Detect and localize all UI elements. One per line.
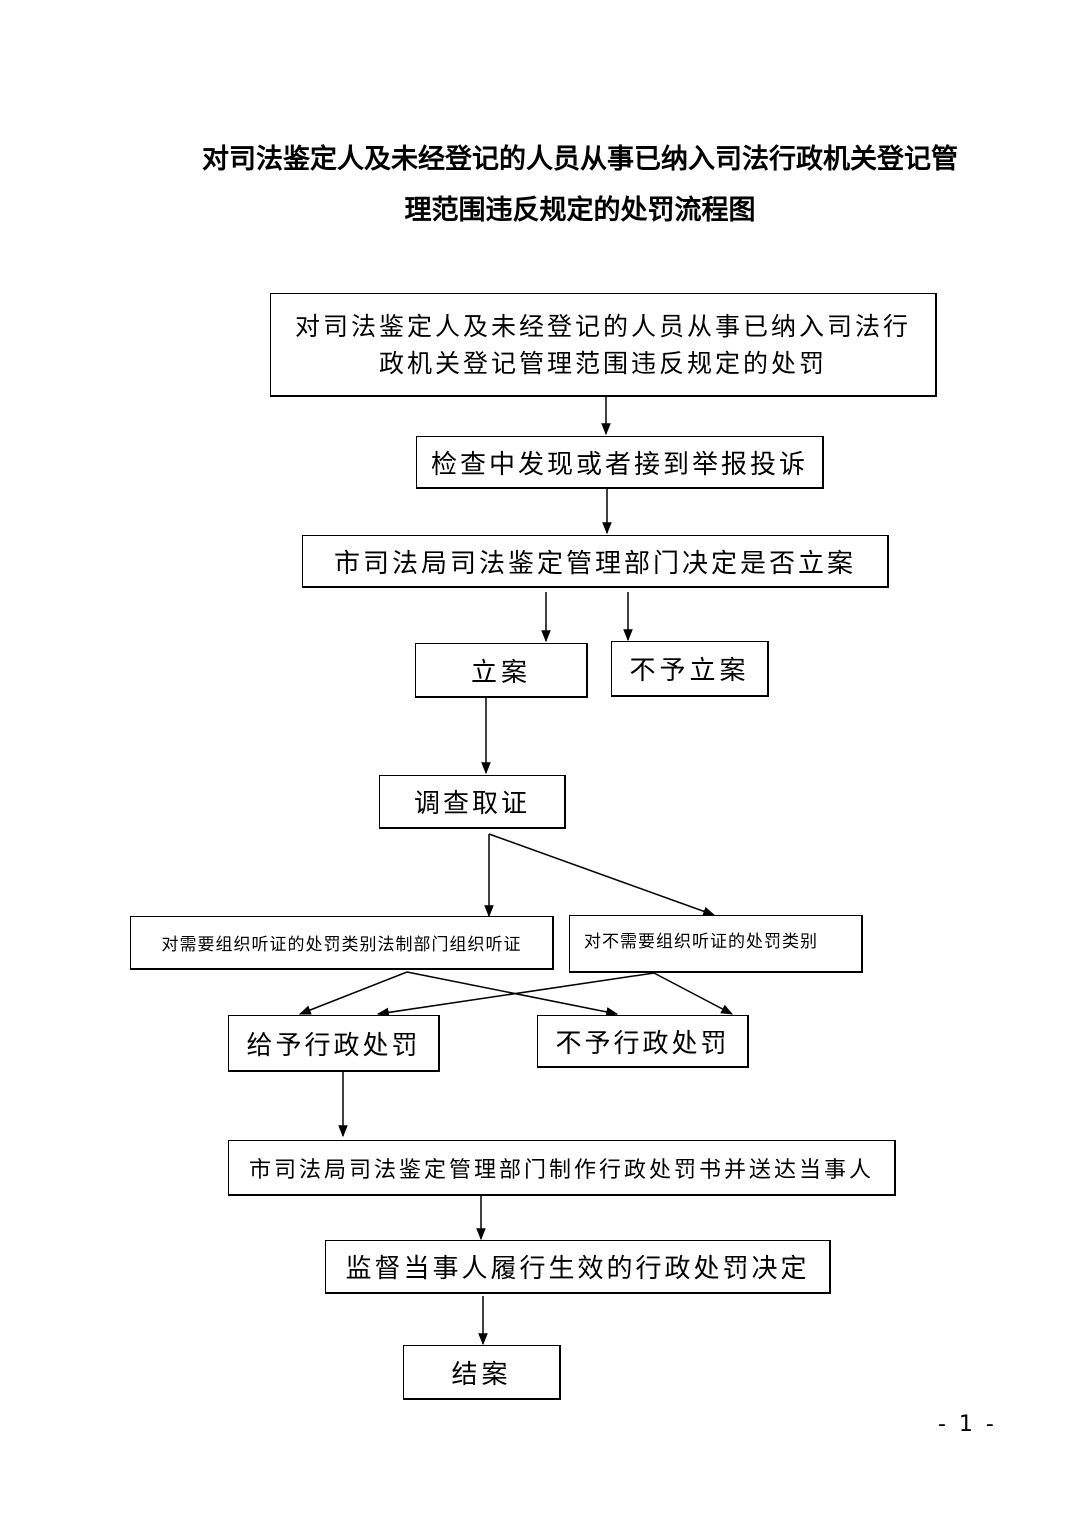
no-filing-node: 不予立案 <box>611 641 769 697</box>
hearing-required-node: 对需要组织听证的处罚类别法制部门组织听证 <box>130 916 554 970</box>
file-case-node: 立案 <box>415 643 588 698</box>
arrow-no-hearing-to-penalty <box>376 972 655 1018</box>
page-number: - 1 - <box>938 1412 997 1437</box>
diagram-title-line-2: 理范围违反规定的处罚流程图 <box>404 195 756 226</box>
discover-node: 检查中发现或者接到举报投诉 <box>416 436 824 489</box>
hearing-not-required-node: 对不需要组织听证的处罚类别 <box>569 915 863 973</box>
impose-penalty-node: 给予行政处罚 <box>228 1015 440 1072</box>
no-penalty-node: 不予行政处罚 <box>537 1015 749 1068</box>
supervise-node: 监督当事人履行生效的行政处罚决定 <box>325 1240 831 1294</box>
start-node-line-2: 政机关登记管理范围违反规定的处罚 <box>378 348 827 378</box>
start-node-line-1: 对司法鉴定人及未经登记的人员从事已纳入司法行 <box>294 311 911 341</box>
issue-decision-node: 市司法局司法鉴定管理部门制作行政处罚书并送达当事人 <box>228 1140 896 1196</box>
start-node: 对司法鉴定人及未经登记的人员从事已纳入司法行 政机关登记管理范围违反规定的处罚 <box>270 293 937 397</box>
arrow-hearing-to-penalty <box>298 971 408 1015</box>
arrow-no-hearing-to-no-penalty <box>653 972 734 1015</box>
arrow-investigate-to-no-hearing <box>488 833 716 916</box>
investigate-node: 调查取证 <box>379 775 566 829</box>
decide-filing-node: 市司法局司法鉴定管理部门决定是否立案 <box>302 535 889 588</box>
arrow-hearing-to-no-penalty <box>406 971 619 1017</box>
close-case-node: 结案 <box>403 1345 561 1400</box>
diagram-title-line-1: 对司法鉴定人及未经登记的人员从事已纳入司法行政机关登记管 <box>202 144 958 175</box>
